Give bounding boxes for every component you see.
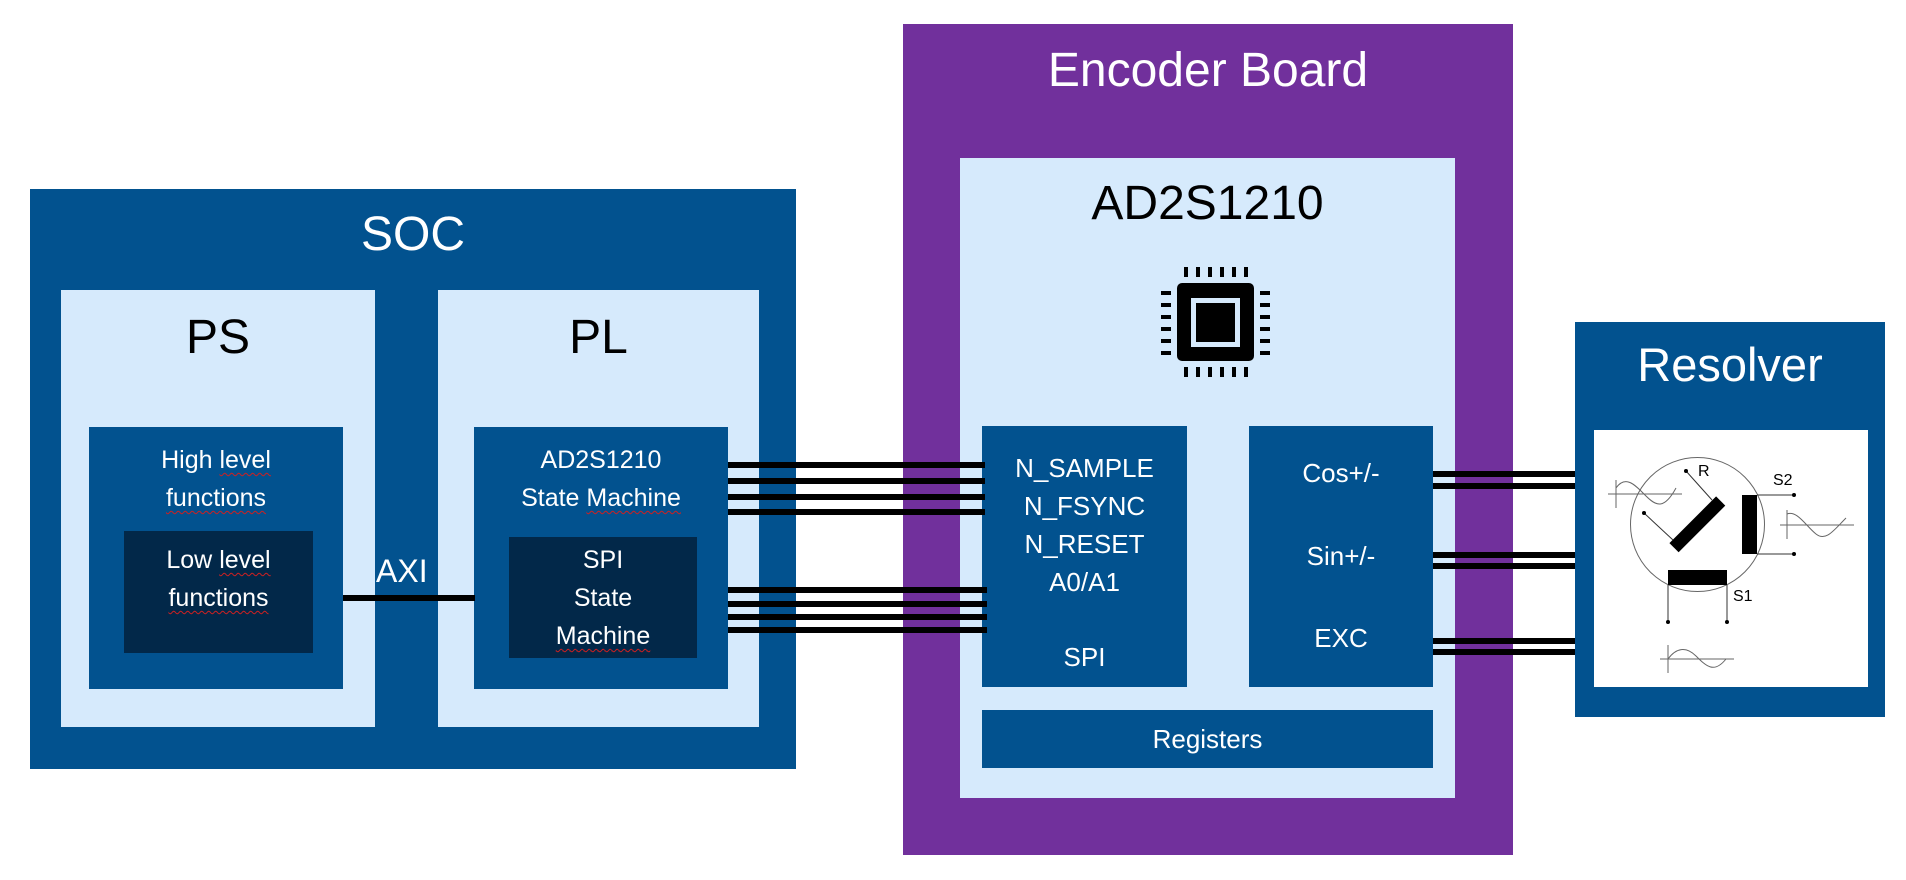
axi-label: AXI: [376, 553, 428, 589]
signal-a0-a1: A0/A1: [1049, 567, 1120, 597]
rotor-winding: [1669, 496, 1726, 553]
control-signal-list: N_SAMPLE N_FSYNC N_RESET A0/A1: [982, 449, 1187, 601]
ps-title: PS: [185, 311, 251, 364]
cos-wire: [1433, 471, 1575, 477]
digital-interface-block: N_SAMPLE N_FSYNC N_RESET A0/A1 SPI: [982, 426, 1187, 687]
spi-state-machine-block: SPI State Machine: [509, 537, 697, 658]
signal-n-sample: N_SAMPLE: [1015, 453, 1154, 483]
control-wire: [728, 509, 985, 515]
chip-icon: [1161, 267, 1270, 377]
stator-s1-label: S1: [1733, 588, 1753, 605]
rotor-waveform-icon: [1608, 480, 1682, 508]
signal-cos: Cos+/-: [1302, 458, 1380, 488]
stator-s2-label: S2: [1773, 472, 1793, 489]
low-level-functions-block: Low level functions: [124, 531, 313, 653]
pl-title: PL: [569, 311, 628, 364]
control-wire: [728, 478, 985, 484]
low-level-functions-label: Low level functions: [166, 546, 271, 612]
registers-label: Registers: [1152, 724, 1263, 754]
encoder-board-title: Encoder Board: [1047, 44, 1369, 97]
signal-n-reset: N_RESET: [1024, 529, 1145, 559]
registers-block: Registers: [982, 710, 1433, 768]
stator-s1-winding: [1668, 570, 1727, 585]
spi-wire: [728, 601, 987, 607]
resolver-housing-circle: [1630, 457, 1765, 592]
soc-title: SOC: [360, 208, 465, 261]
control-wire: [728, 494, 985, 500]
s1-waveform-icon: [1660, 645, 1734, 673]
spi-wire: [728, 614, 987, 620]
resolver-schematic: [1608, 457, 1854, 673]
rotor-label: R: [1698, 463, 1710, 480]
spi-state-machine-label: SPI State Machine: [555, 546, 651, 650]
exc-wire: [1433, 649, 1575, 655]
sin-wire: [1433, 563, 1575, 569]
spi-wire: [728, 627, 987, 633]
exc-wire: [1433, 638, 1575, 644]
spi-port-label: SPI: [1063, 642, 1106, 672]
s2-waveform-icon: [1780, 510, 1854, 539]
spi-wire: [728, 587, 987, 593]
cos-wire: [1433, 483, 1575, 489]
signal-sin: Sin+/-: [1306, 541, 1376, 571]
high-level-functions-label: High level functions: [161, 446, 271, 512]
stator-s2-winding: [1742, 495, 1757, 554]
analog-interface-block: Cos+/- Sin+/- EXC: [1249, 426, 1433, 687]
resolver-diagram-panel: R S2 S1: [1594, 430, 1868, 687]
axi-wire: [343, 595, 475, 601]
sin-wire: [1433, 552, 1575, 558]
ad2s1210-state-machine-label: AD2S1210 State Machine: [521, 446, 681, 512]
signal-exc: EXC: [1314, 623, 1368, 653]
ad2s1210-chip-title: AD2S1210: [1091, 177, 1324, 230]
signal-n-fsync: N_FSYNC: [1023, 491, 1146, 521]
resolver-title: Resolver: [1637, 338, 1823, 391]
control-wire: [728, 462, 985, 468]
